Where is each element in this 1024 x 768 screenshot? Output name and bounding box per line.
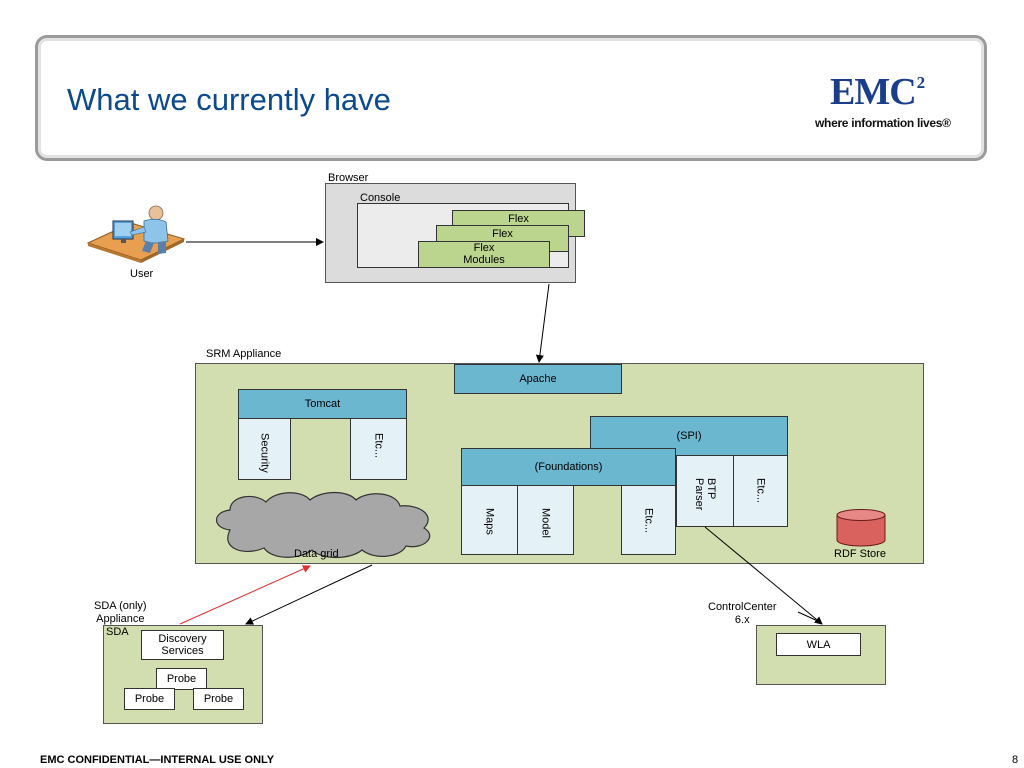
flex-module-back-label: Flex: [508, 213, 529, 225]
foundations-model-label: Model: [539, 508, 552, 538]
foundations-maps-label: Maps: [483, 508, 496, 535]
spi-btp-parser-column: BTP Parser: [676, 455, 734, 527]
browser-label: Browser: [328, 172, 369, 184]
tomcat-security-label: Security: [258, 433, 271, 473]
foundations-etc-label: Etc...: [642, 508, 655, 534]
emc-logo-mark: EMC: [830, 71, 917, 113]
apache-label: Apache: [519, 373, 557, 385]
apache-box: Apache: [454, 364, 622, 394]
arrow-spi-to-controlcenter: [704, 526, 823, 625]
user-label: User: [130, 268, 154, 280]
sda-only-appliance-label: SDA (only) Appliance: [94, 600, 147, 625]
tomcat-etc-column: Etc...: [350, 418, 407, 480]
user-icon: [86, 205, 186, 265]
discovery-services-label: Discovery Services: [158, 632, 207, 657]
sda-label: SDA: [106, 626, 129, 638]
tomcat-label: Tomcat: [304, 398, 341, 410]
console-label: Console: [360, 192, 401, 204]
wla-box: WLA: [776, 633, 861, 656]
flex-module-front-label: Flex Modules: [463, 241, 505, 266]
probe-left-label: Probe: [134, 693, 165, 705]
spi-etc-label: Etc...: [754, 478, 767, 504]
arrow-srm-to-sda: [245, 564, 373, 625]
spi-btp-parser-label: BTP Parser: [693, 478, 717, 511]
foundations-label: (Foundations): [534, 461, 603, 473]
foundations-maps-column: Maps: [461, 485, 518, 555]
arrow-browser-to-apache: [535, 283, 550, 363]
wla-label: WLA: [806, 638, 831, 651]
emc-logo: EMC2: [830, 71, 925, 113]
confidential-footer: EMC CONFIDENTIAL—INTERNAL USE ONLY: [40, 754, 275, 766]
spi-label: (SPI): [676, 430, 702, 442]
tomcat-etc-label: Etc...: [372, 433, 385, 459]
controlcenter-label: ControlCenter 6.x: [708, 601, 777, 626]
flex-module-front: Flex Modules: [418, 241, 550, 268]
arrow-sda-to-datagrid: [179, 565, 311, 625]
probe-box-right: Probe: [193, 688, 244, 710]
foundations-model-column: Model: [517, 485, 574, 555]
tomcat-header: Tomcat: [238, 389, 407, 419]
srm-appliance-label: SRM Appliance: [206, 348, 282, 360]
page-number: 8: [1012, 754, 1019, 766]
spi-etc-column: Etc...: [733, 455, 788, 527]
rdf-store-label: RDF Store: [834, 548, 886, 560]
title-panel: [35, 35, 987, 161]
probe-box-top: Probe: [156, 668, 207, 690]
arrow-controlcenter-label-leader: [797, 611, 821, 623]
foundations-etc-column: Etc...: [621, 485, 676, 555]
foundations-header: (Foundations): [461, 448, 676, 486]
data-grid-cloud: [210, 490, 440, 562]
rdf-store-cylinder: [835, 508, 887, 548]
probe-box-left: Probe: [124, 688, 175, 710]
emc-logo-superscript: 2: [916, 73, 925, 92]
emc-logo-tagline: where information lives®: [815, 116, 951, 130]
tomcat-security-column: Security: [238, 418, 291, 480]
slide-title: What we currently have: [67, 82, 391, 117]
probe-top-label: Probe: [166, 673, 197, 685]
discovery-services-box: Discovery Services: [141, 630, 224, 660]
probe-right-label: Probe: [203, 693, 234, 705]
flex-module-middle-label: Flex: [492, 228, 513, 240]
data-grid-label: Data grid: [294, 548, 339, 560]
